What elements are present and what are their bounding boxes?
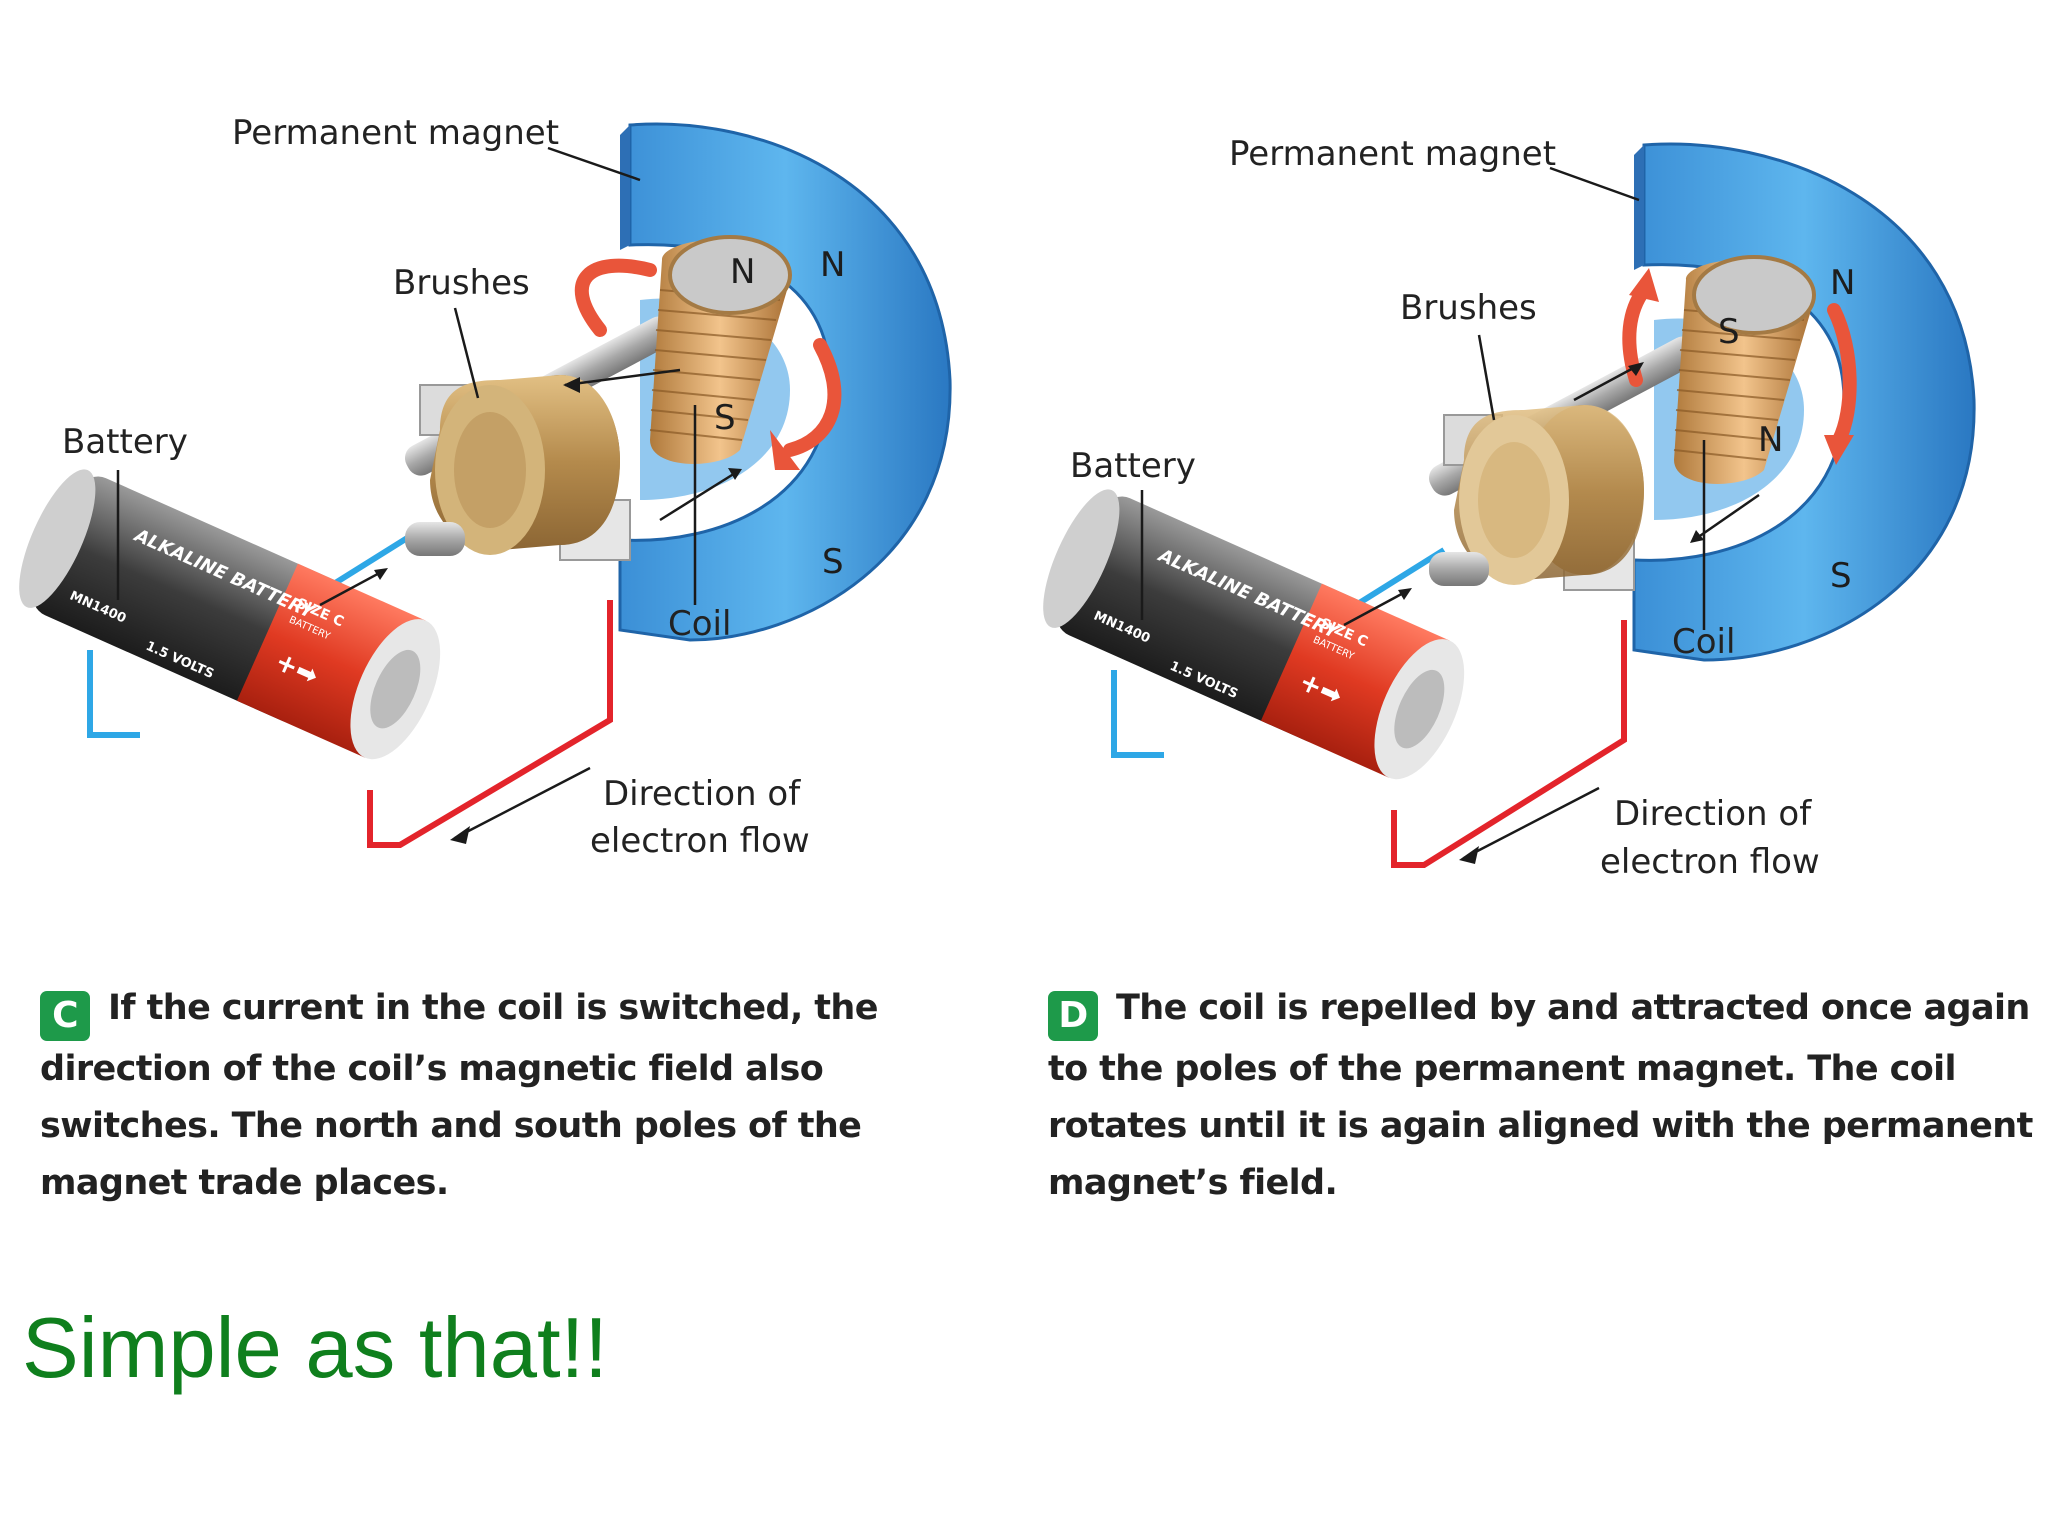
- magnet-pole-bottom: S: [822, 542, 844, 582]
- coil-pole-bottom: N: [1758, 420, 1784, 460]
- battery: ALKALINE BATTERY SIZE C BATTERY MN1400 1…: [19, 469, 441, 760]
- magnet-pole-top: N: [1830, 263, 1856, 303]
- label-direction-line2: electron flow: [1600, 842, 1820, 882]
- magnet-pole-bottom: S: [1830, 556, 1852, 596]
- label-coil: Coil: [1672, 622, 1736, 662]
- rotation-arrowhead-right: [1824, 435, 1854, 465]
- rotation-arrow-top: [574, 258, 657, 337]
- commutator: [1454, 405, 1644, 585]
- leader-lines: [116, 146, 741, 840]
- magnet-pole-top: N: [820, 245, 846, 285]
- coil-pole-top: S: [1718, 312, 1740, 352]
- label-battery: Battery: [1070, 446, 1196, 486]
- shaft-end: [405, 522, 465, 556]
- battery: ALKALINE BATTERY SIZE C BATTERY MN1400 1…: [1043, 489, 1465, 780]
- coil: [1673, 255, 1816, 484]
- shaft-end: [1429, 552, 1489, 586]
- wire-red: [367, 600, 613, 848]
- flow-arrowheads: [374, 377, 742, 844]
- label-permanent-magnet: Permanent magnet: [1229, 134, 1557, 174]
- coil-pole-top: N: [730, 252, 756, 292]
- leader-lines: [1140, 166, 1760, 860]
- rotation-arrow-right: [783, 338, 842, 457]
- label-direction-line1: Direction of: [1614, 794, 1812, 834]
- caption-text-c: If the current in the coil is switched, …: [40, 988, 878, 1203]
- motor-diagram-c: ALKALINE BATTERY SIZE C BATTERY MN1400 1…: [19, 122, 952, 848]
- panel-c: ALKALINE BATTERY SIZE C BATTERY MN1400 1…: [19, 113, 970, 1212]
- commutator: [430, 375, 620, 555]
- footer-text: Simple as that!!: [22, 1301, 608, 1396]
- coil: [649, 235, 792, 464]
- caption-text-d: The coil is repelled by and attracted on…: [1048, 988, 2033, 1203]
- flow-arrowheads: [1398, 362, 1704, 864]
- label-brushes: Brushes: [1400, 288, 1537, 328]
- caption-badge-c: C: [40, 991, 90, 1041]
- label-brushes: Brushes: [393, 263, 530, 303]
- panel-d: ALKALINE BATTERY SIZE C BATTERY MN1400 1…: [1024, 0, 2048, 1536]
- coil-pole-bottom: S: [714, 398, 736, 438]
- label-direction-line2: electron flow: [590, 821, 810, 861]
- label-direction-line1: Direction of: [603, 774, 801, 814]
- caption-badge-d: D: [1048, 991, 1098, 1041]
- rotation-arrowhead-left: [1629, 268, 1659, 302]
- label-permanent-magnet: Permanent magnet: [232, 113, 560, 153]
- wire-red: [1391, 620, 1627, 868]
- motor-diagram-d: ALKALINE BATTERY SIZE C BATTERY MN1400 1…: [1043, 142, 1976, 868]
- label-coil: Coil: [668, 604, 732, 644]
- rotation-arrowhead: [770, 430, 800, 470]
- label-battery: Battery: [62, 422, 188, 462]
- rotation-arrow-right: [1827, 303, 1857, 447]
